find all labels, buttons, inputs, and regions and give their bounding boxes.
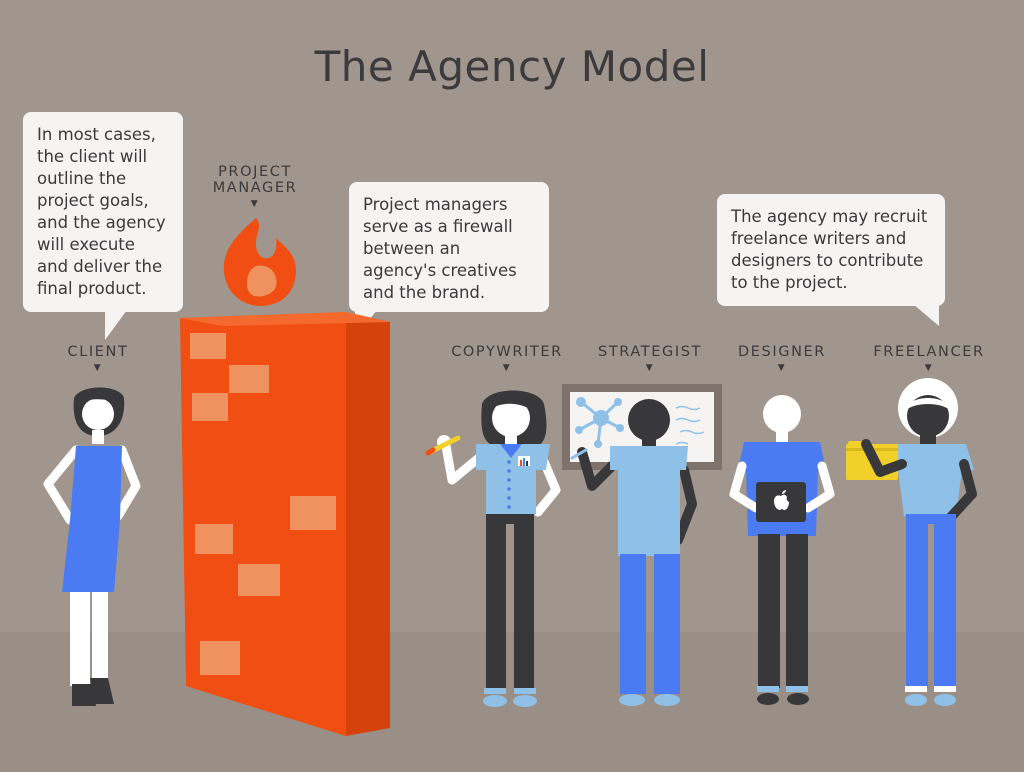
page-title: The Agency Model	[314, 42, 710, 91]
role-label-copywriter: COPYWRITER ▼	[447, 344, 567, 373]
role-label-text: FREELANCER	[873, 344, 985, 360]
brick	[200, 641, 240, 675]
bubble-tail	[105, 310, 127, 340]
down-arrow-icon: ▼	[93, 363, 103, 373]
role-label-text: PROJECT MANAGER	[212, 164, 298, 196]
apple-logo-icon	[774, 490, 789, 510]
brick	[229, 365, 269, 393]
pm-bubble-text: Project managers serve as a firewall bet…	[363, 195, 517, 302]
client-speech-bubble: In most cases, the client will outline t…	[23, 112, 183, 340]
role-label-text: CLIENT	[67, 344, 129, 360]
role-label-freelancer: FREELANCER ▼	[868, 344, 990, 373]
floor	[0, 632, 1024, 772]
brick	[190, 333, 226, 359]
role-label-text: COPYWRITER	[451, 344, 563, 360]
down-arrow-icon: ▼	[924, 363, 934, 373]
brick	[290, 496, 336, 530]
bubble-tail	[913, 304, 939, 326]
client-bubble-text: In most cases, the client will outline t…	[37, 125, 166, 298]
down-arrow-icon: ▼	[777, 363, 787, 373]
freelance-bubble-text: The agency may recruit freelance writers…	[731, 207, 928, 292]
network-chart-icon	[575, 397, 624, 448]
brick	[195, 524, 233, 554]
role-label-text: STRATEGIST	[598, 344, 702, 360]
down-arrow-icon: ▼	[250, 199, 260, 209]
strategist-figure	[562, 384, 722, 706]
brick	[192, 393, 228, 421]
designer-figure	[729, 395, 835, 705]
pencil-icon	[425, 435, 461, 456]
down-arrow-icon: ▼	[645, 363, 655, 373]
fire-icon	[223, 218, 296, 306]
client-figure	[43, 387, 141, 706]
brick	[238, 564, 280, 596]
freelance-speech-bubble: The agency may recruit freelance writers…	[717, 194, 945, 326]
role-label-project-manager: PROJECT MANAGER ▼	[205, 164, 305, 209]
brick-wall	[180, 312, 390, 736]
role-label-client: CLIENT ▼	[58, 344, 138, 373]
copywriter-figure	[425, 390, 561, 707]
freelancer-figure	[846, 378, 977, 706]
role-label-text: DESIGNER	[738, 344, 826, 360]
down-arrow-icon: ▼	[502, 363, 512, 373]
role-label-strategist: STRATEGIST ▼	[592, 344, 708, 373]
role-label-designer: DESIGNER ▼	[732, 344, 832, 373]
pm-speech-bubble: Project managers serve as a firewall bet…	[349, 182, 549, 338]
